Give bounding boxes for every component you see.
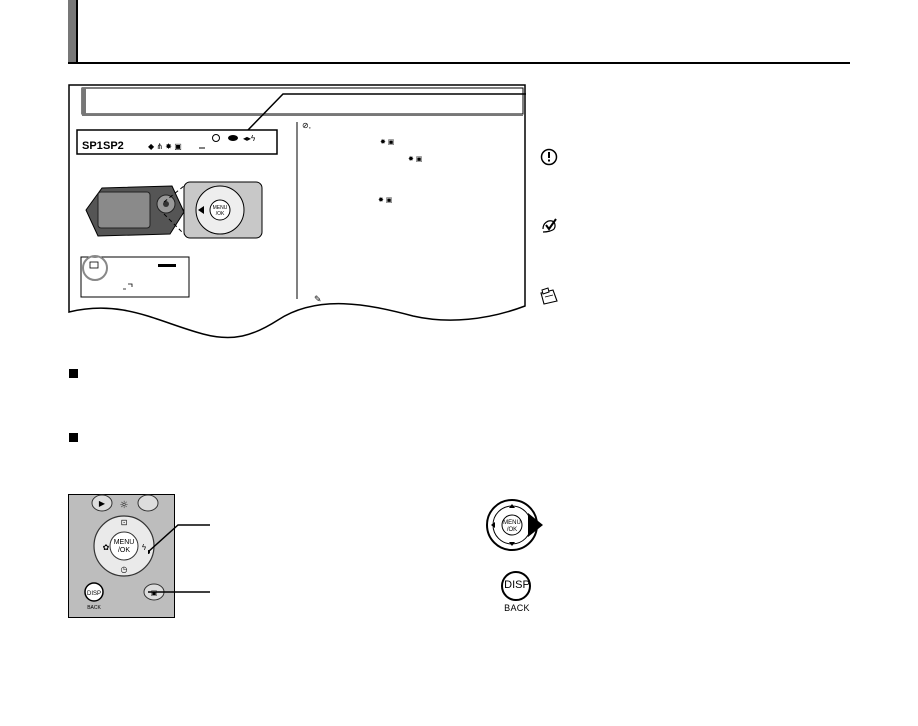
svg-text:▣: ▣: [151, 589, 158, 597]
svg-text:✿: ✿: [103, 543, 110, 552]
back-button-label: BACK: [504, 603, 530, 613]
svg-text:✸ ▣: ✸ ▣: [380, 138, 394, 146]
callout-lines: [148, 524, 210, 593]
selector-menu-label-1: MENU: [503, 520, 521, 526]
camera-controls-photo: ▶ ☼ MENU /OK ⊡ ✿ ϟ ◷ DISP BACK ▣: [68, 494, 175, 618]
memo-icon: [540, 287, 558, 305]
header-accent-line: [76, 0, 78, 64]
selector-menu-label-2: /OK: [507, 527, 517, 533]
disp-button-icon: [501, 571, 531, 601]
callout-line-dot: [40, 590, 70, 594]
selector-right-icon: MENU /OK: [486, 499, 543, 551]
svg-text:◷: ◷: [121, 565, 128, 574]
photo-menu-label-1: MENU: [114, 539, 135, 546]
photo-back-label: BACK: [87, 605, 101, 611]
section-bullet: [69, 433, 78, 442]
header-rule: [68, 62, 850, 64]
svg-text:◆ ⋔ ✸ ▣: ◆ ⋔ ✸ ▣: [148, 142, 182, 151]
display-menu-label-1: MENU: [213, 205, 228, 211]
disp-button-label: DISP: [504, 579, 530, 591]
display-menu-label-2: /OK: [216, 211, 225, 217]
svg-text:✸ ▣: ✸ ▣: [408, 155, 422, 163]
section-bullet: [69, 369, 78, 378]
photo-disp-label: DISP: [87, 591, 101, 597]
photo-menu-label-2: /OK: [118, 547, 130, 554]
svg-text:ϟ: ϟ: [141, 543, 146, 552]
svg-text:◂▸ϟ: ◂▸ϟ: [243, 134, 256, 143]
header-accent-bar: [68, 0, 76, 64]
mode-sp2-label: SP2: [103, 140, 124, 152]
svg-text:⊡: ⊡: [121, 518, 128, 527]
check-icon: [542, 218, 557, 233]
svg-text:⊘,: ⊘,: [302, 121, 311, 130]
svg-text:☼: ☼: [120, 500, 129, 511]
svg-text:✸ ▣: ✸ ▣: [378, 196, 392, 204]
caution-icon: [540, 148, 558, 166]
svg-text:▶: ▶: [99, 499, 106, 508]
example-page-illustration: ◂▸ϟ ◆ ⋔ ✸ ▣ ⊘, ✸ ▣ ✸ ▣ ✸ ▣ ✎ MENU /OK: [68, 84, 526, 339]
svg-text:✎: ✎: [314, 294, 322, 304]
mode-sp1-label: SP1: [82, 140, 103, 152]
